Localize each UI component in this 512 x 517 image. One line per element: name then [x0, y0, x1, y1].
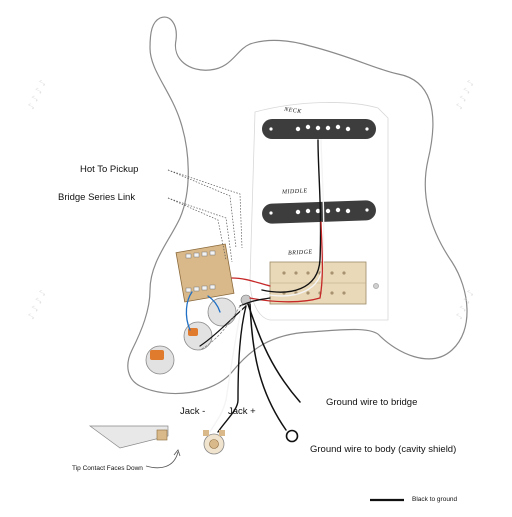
middle-pickup-poles — [269, 207, 369, 215]
wires — [185, 139, 325, 433]
bridge-series-link-label: Bridge Series Link — [58, 192, 136, 203]
volume-pot — [207, 297, 237, 327]
ground-ring-terminal — [285, 429, 299, 443]
jack-minus-label: Jack - — [180, 406, 206, 417]
legend-black-label: Black to ground — [412, 496, 458, 503]
hot-to-pickup-label: Hot To Pickup — [80, 164, 139, 175]
output-jack — [88, 425, 225, 455]
capacitor — [150, 350, 164, 360]
tip-contact-label: Tip Contact Faces Down — [72, 465, 143, 472]
callout-leaders — [167, 169, 243, 263]
tip-contact-arrow — [145, 451, 179, 469]
switch-lugs — [185, 250, 216, 293]
neck-pickup-poles — [269, 124, 369, 132]
ground-to-bridge-label: Ground wire to bridge — [326, 397, 418, 408]
jack-plus-label: Jack + — [228, 406, 256, 417]
ground-to-body-label: Ground wire to body (cavity shield) — [310, 444, 457, 455]
bridge-mount-screw — [373, 283, 379, 289]
